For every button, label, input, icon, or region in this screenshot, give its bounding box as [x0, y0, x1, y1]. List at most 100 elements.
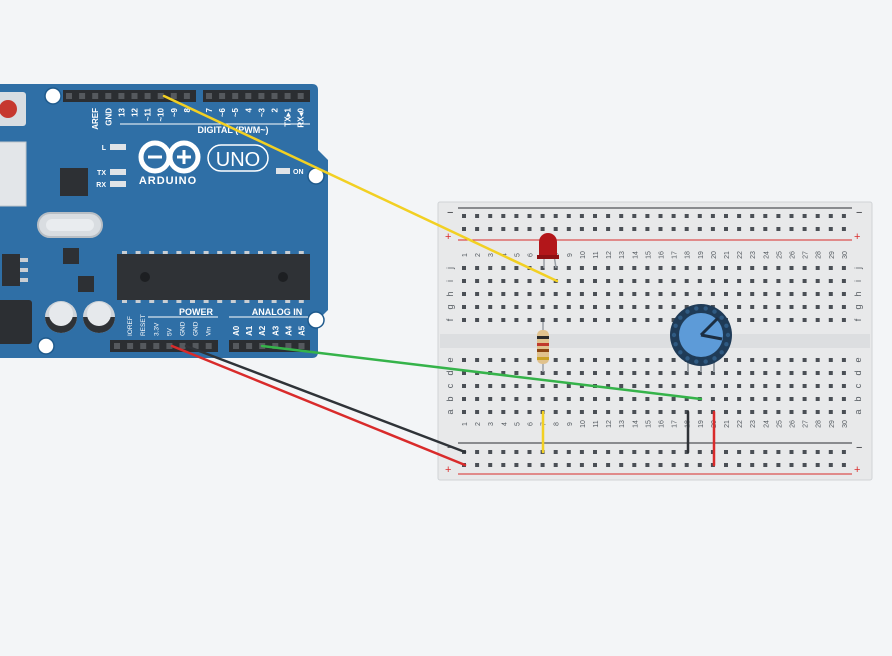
breadboard-hole[interactable] [697, 214, 702, 218]
breadboard-hole[interactable] [724, 305, 728, 309]
breadboard-hole[interactable] [724, 463, 728, 467]
breadboard-hole[interactable] [566, 266, 571, 270]
breadboard-hole[interactable] [475, 292, 480, 296]
breadboard-hole[interactable] [553, 305, 558, 309]
breadboard-hole[interactable] [475, 227, 480, 231]
breadboard-hole[interactable] [737, 358, 742, 362]
breadboard-hole[interactable] [815, 292, 820, 296]
breadboard-hole[interactable] [737, 266, 742, 270]
breadboard-hole[interactable] [527, 358, 532, 362]
breadboard-hole[interactable] [488, 279, 493, 283]
header-pin[interactable] [298, 343, 305, 349]
breadboard-hole[interactable] [579, 227, 584, 231]
breadboard-hole[interactable] [606, 318, 611, 322]
breadboard-hole[interactable] [619, 384, 624, 388]
breadboard-hole[interactable] [658, 279, 663, 283]
header-pin[interactable] [79, 93, 86, 99]
breadboard-hole[interactable] [579, 292, 584, 296]
breadboard-hole[interactable] [527, 371, 532, 375]
breadboard-hole[interactable] [671, 384, 676, 388]
breadboard-hole[interactable] [606, 397, 611, 401]
breadboard-hole[interactable] [579, 410, 584, 414]
breadboard-hole[interactable] [632, 450, 637, 454]
breadboard-hole[interactable] [776, 410, 781, 414]
breadboard-hole[interactable] [606, 266, 611, 270]
breadboard-hole[interactable] [724, 279, 728, 283]
breadboard-hole[interactable] [501, 450, 506, 454]
breadboard-hole[interactable] [540, 214, 545, 218]
header-pin[interactable] [284, 93, 291, 99]
breadboard-hole[interactable] [632, 305, 637, 309]
breadboard-hole[interactable] [802, 214, 807, 218]
breadboard-hole[interactable] [737, 279, 742, 283]
breadboard-hole[interactable] [789, 384, 794, 388]
breadboard-hole[interactable] [789, 318, 794, 322]
breadboard-hole[interactable] [593, 318, 597, 322]
breadboard-hole[interactable] [658, 410, 663, 414]
breadboard-hole[interactable] [763, 410, 768, 414]
breadboard-hole[interactable] [475, 450, 480, 454]
breadboard-hole[interactable] [789, 450, 794, 454]
breadboard-hole[interactable] [697, 266, 702, 270]
breadboard-hole[interactable] [645, 305, 650, 309]
breadboard-hole[interactable] [540, 318, 545, 322]
breadboard-hole[interactable] [593, 214, 597, 218]
breadboard-hole[interactable] [566, 227, 571, 231]
breadboard-hole[interactable] [763, 450, 768, 454]
breadboard-hole[interactable] [828, 358, 833, 362]
breadboard-hole[interactable] [737, 227, 742, 231]
breadboard-hole[interactable] [606, 279, 611, 283]
breadboard-hole[interactable] [501, 463, 506, 467]
breadboard-hole[interactable] [632, 279, 637, 283]
breadboard-hole[interactable] [684, 397, 689, 401]
breadboard-hole[interactable] [841, 463, 846, 467]
breadboard-hole[interactable] [488, 318, 493, 322]
breadboard-hole[interactable] [488, 305, 493, 309]
header-pin[interactable] [272, 343, 279, 349]
breadboard-hole[interactable] [514, 227, 519, 231]
breadboard-hole[interactable] [724, 371, 728, 375]
breadboard-hole[interactable] [593, 227, 597, 231]
breadboard-hole[interactable] [671, 266, 676, 270]
header-pin[interactable] [232, 93, 239, 99]
breadboard-hole[interactable] [553, 318, 558, 322]
breadboard-hole[interactable] [724, 450, 728, 454]
breadboard-hole[interactable] [579, 279, 584, 283]
breadboard-hole[interactable] [776, 292, 781, 296]
breadboard-hole[interactable] [514, 397, 519, 401]
breadboard-hole[interactable] [488, 450, 493, 454]
breadboard-hole[interactable] [606, 371, 611, 375]
breadboard-hole[interactable] [527, 397, 532, 401]
breadboard-hole[interactable] [658, 384, 663, 388]
breadboard-hole[interactable] [488, 463, 493, 467]
breadboard-hole[interactable] [671, 371, 676, 375]
breadboard-hole[interactable] [475, 279, 480, 283]
breadboard-hole[interactable] [697, 450, 702, 454]
header-pin[interactable] [140, 343, 147, 349]
breadboard-hole[interactable] [462, 371, 466, 375]
breadboard-hole[interactable] [579, 450, 584, 454]
breadboard-hole[interactable] [789, 410, 794, 414]
breadboard-hole[interactable] [710, 397, 715, 401]
breadboard-hole[interactable] [671, 214, 676, 218]
breadboard-hole[interactable] [645, 358, 650, 362]
breadboard-hole[interactable] [606, 410, 611, 414]
breadboard-hole[interactable] [737, 305, 742, 309]
breadboard-hole[interactable] [737, 397, 742, 401]
breadboard-hole[interactable] [593, 450, 597, 454]
breadboard-hole[interactable] [488, 214, 493, 218]
breadboard-hole[interactable] [737, 292, 742, 296]
breadboard-hole[interactable] [763, 384, 768, 388]
breadboard-hole[interactable] [619, 214, 624, 218]
header-pin[interactable] [192, 343, 199, 349]
breadboard-hole[interactable] [593, 371, 597, 375]
wire-gnd-to-rail[interactable] [184, 344, 467, 454]
breadboard-hole[interactable] [540, 463, 545, 467]
header-pin[interactable] [170, 93, 177, 99]
breadboard-hole[interactable] [553, 397, 558, 401]
breadboard-hole[interactable] [776, 358, 781, 362]
breadboard-hole[interactable] [763, 397, 768, 401]
breadboard-hole[interactable] [645, 214, 650, 218]
breadboard-hole[interactable] [815, 318, 820, 322]
